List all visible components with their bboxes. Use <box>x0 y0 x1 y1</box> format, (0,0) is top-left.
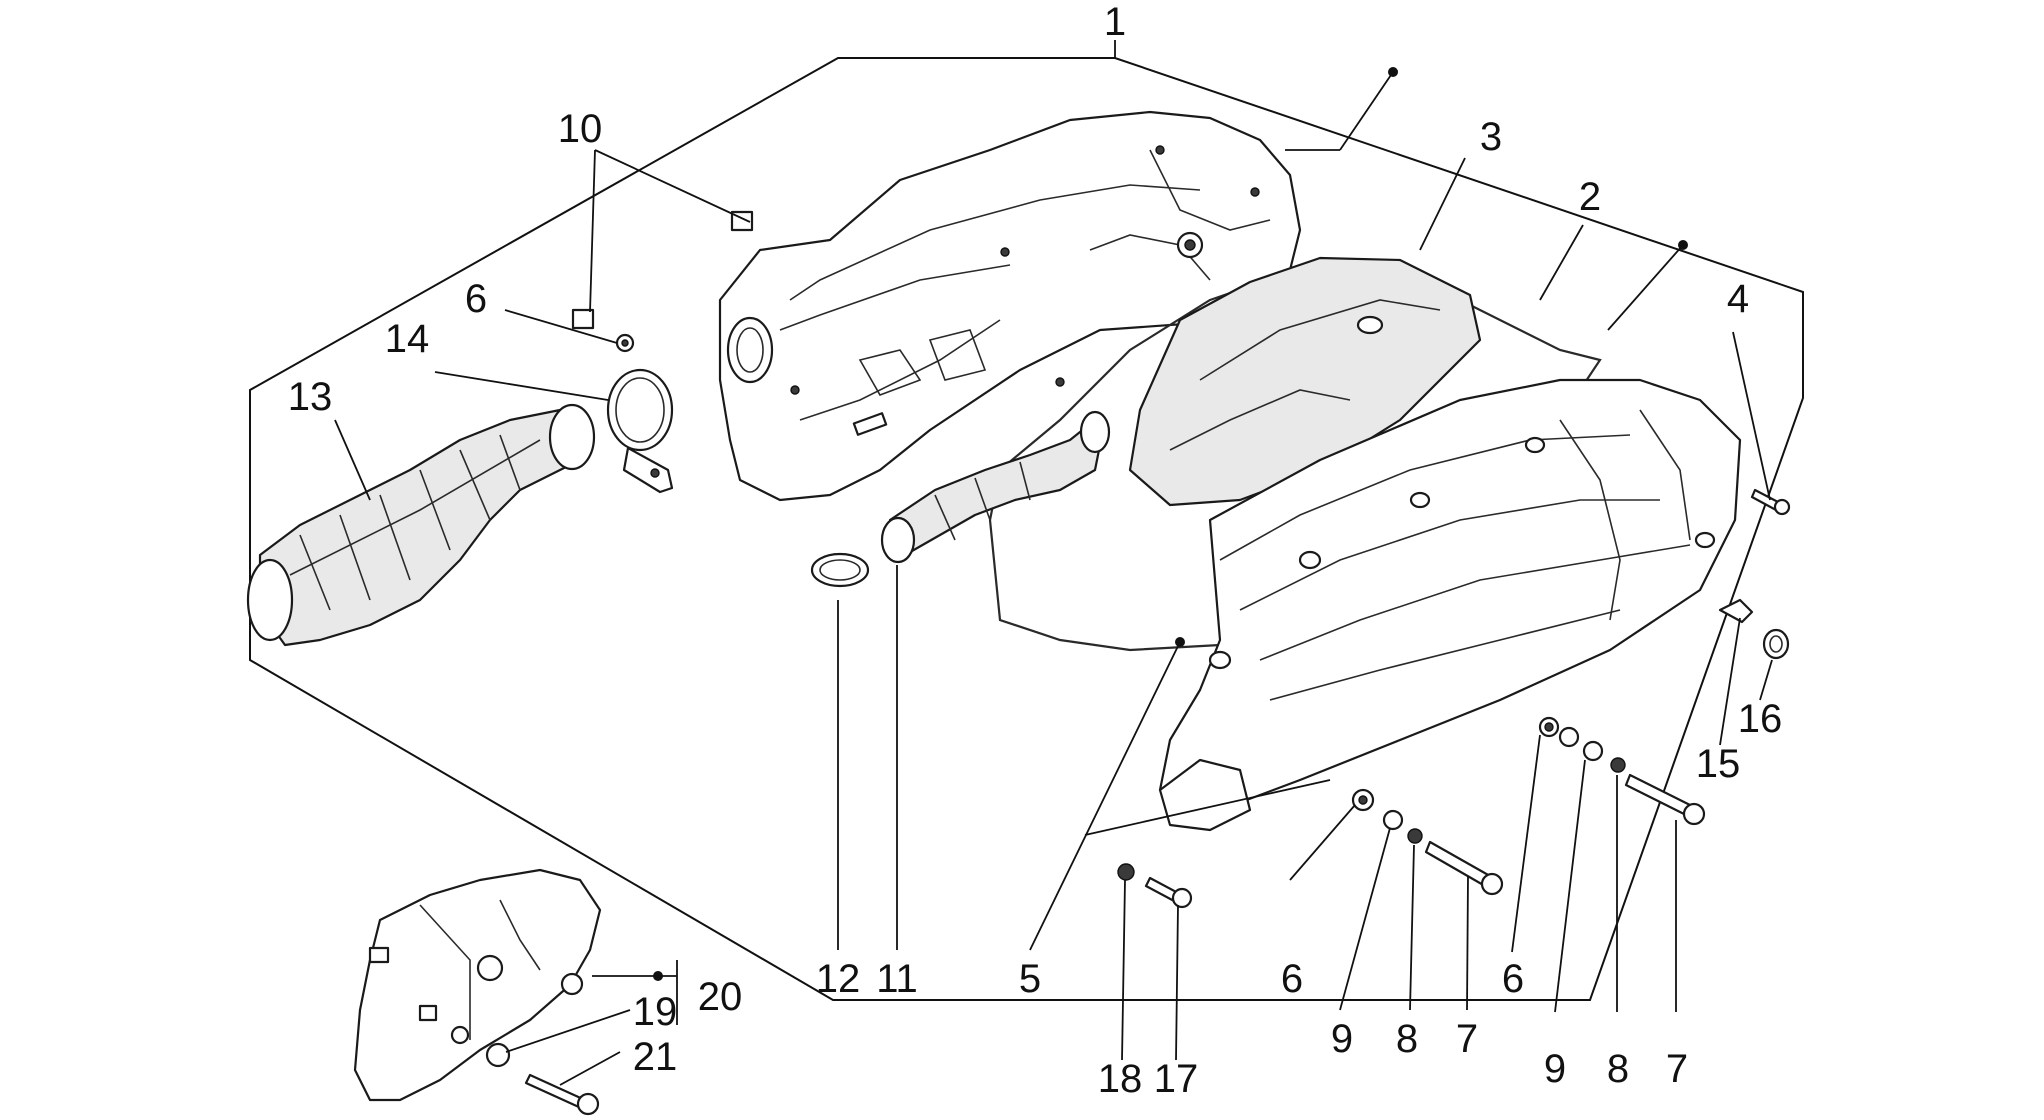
bolt-7-mid <box>1424 840 1504 896</box>
callout-2: 2 <box>1579 175 1601 219</box>
washer-8-mid <box>1407 828 1423 844</box>
callout-6-right: 6 <box>1502 957 1524 1001</box>
callout-5: 5 <box>1019 957 1041 1001</box>
grommet-16 <box>1762 628 1790 660</box>
callout-4: 4 <box>1727 277 1749 321</box>
washer-9b-right <box>1582 740 1604 762</box>
intake-duct <box>246 403 596 647</box>
callout-16: 16 <box>1738 697 1783 741</box>
callout-20: 20 <box>698 975 743 1019</box>
callout-19: 19 <box>633 990 678 1034</box>
callout-18: 18 <box>1098 1057 1143 1101</box>
spring-clip-lower <box>571 308 595 330</box>
callout-9-mid: 9 <box>1331 1017 1353 1061</box>
screw-4 <box>1750 488 1791 516</box>
washer-9-mid <box>1382 809 1404 831</box>
washer-9-right <box>1558 726 1580 748</box>
callout-15: 15 <box>1696 742 1741 786</box>
callout-7-right: 7 <box>1666 1047 1688 1091</box>
leader-lines <box>334 67 1773 1086</box>
callouts: 1 3 2 4 10 6 14 13 15 16 12 11 5 6 6 18 … <box>288 0 1783 1101</box>
callout-8-right: 8 <box>1607 1047 1629 1091</box>
callout-10: 10 <box>558 107 603 151</box>
callout-14: 14 <box>385 317 430 361</box>
connector-tube <box>880 410 1111 564</box>
callout-8-mid: 8 <box>1396 1017 1418 1061</box>
callout-12: 12 <box>816 957 861 1001</box>
washer-18 <box>1117 863 1135 881</box>
callout-13: 13 <box>288 375 333 419</box>
assembly-frame <box>249 57 1804 1001</box>
hose-clamp-14 <box>606 368 674 494</box>
callout-17: 17 <box>1154 1057 1199 1101</box>
screw-17 <box>1144 876 1193 909</box>
air-filter-housing <box>718 110 1302 502</box>
screw-21 <box>524 1073 600 1116</box>
callout-1: 1 <box>1104 0 1126 44</box>
callout-9-right: 9 <box>1544 1047 1566 1091</box>
callout-7-mid: 7 <box>1456 1017 1478 1061</box>
clip-15 <box>1718 598 1754 624</box>
callout-21: 21 <box>633 1035 678 1079</box>
bushing-19 <box>485 1042 511 1068</box>
callout-11: 11 <box>876 957 918 1001</box>
washer-8-right <box>1610 757 1626 773</box>
bracket-shield <box>353 868 602 1102</box>
hose-clamp-12-inner <box>819 559 861 581</box>
bolt-7-right <box>1624 773 1706 826</box>
callout-3: 3 <box>1480 115 1502 159</box>
callout-6-mid: 6 <box>1281 957 1303 1001</box>
callout-6-left: 6 <box>465 277 487 321</box>
filter-element <box>1128 256 1482 507</box>
